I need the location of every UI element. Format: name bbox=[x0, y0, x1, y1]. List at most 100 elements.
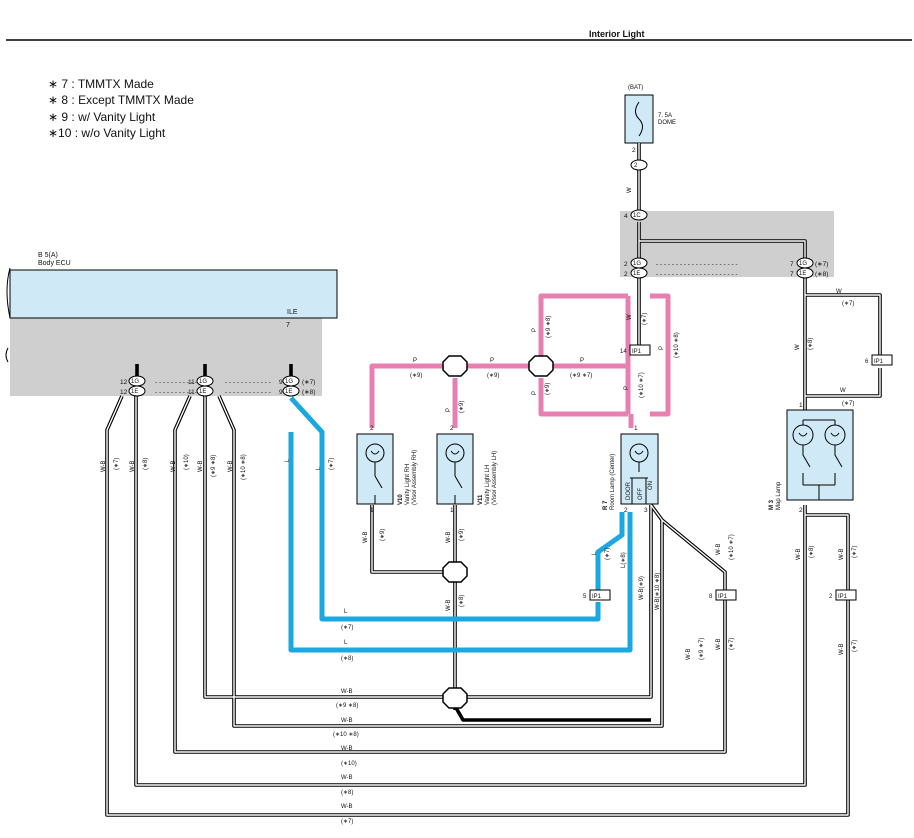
svg-text:W-B: W-B bbox=[171, 460, 177, 472]
ip1-2 bbox=[835, 589, 857, 601]
svg-text:IP1: IP1 bbox=[632, 349, 642, 355]
svg-text:L: L bbox=[316, 466, 322, 470]
svg-text:12: 12 bbox=[120, 389, 128, 396]
ip1-5 bbox=[589, 589, 611, 601]
svg-text:W: W bbox=[627, 187, 633, 193]
svg-text:(∗10 ∗7): (∗10 ∗7) bbox=[729, 534, 735, 560]
svg-text:IP1: IP1 bbox=[874, 359, 884, 365]
m3-name: Map Lamp bbox=[776, 481, 782, 510]
svg-text:P: P bbox=[580, 358, 584, 364]
svg-text:(∗7): (∗7) bbox=[729, 638, 735, 650]
svg-text:1E: 1E bbox=[799, 271, 806, 277]
body-ecu bbox=[9, 269, 338, 319]
splice-pink bbox=[528, 355, 554, 377]
svg-text:1E: 1E bbox=[285, 389, 292, 395]
svg-text:W-B(∗9): W-B(∗9) bbox=[639, 576, 645, 600]
svg-text:W-B: W-B bbox=[716, 638, 722, 650]
svg-text:P: P bbox=[532, 391, 538, 395]
svg-text:W-B: W-B bbox=[341, 689, 353, 695]
svg-text:- - - - - - - - - - -: - - - - - - - - - - - bbox=[155, 379, 197, 386]
svg-text:W-B: W-B bbox=[198, 460, 204, 472]
legend-note-9: ∗ 9 : w/ Vanity Light bbox=[48, 110, 156, 124]
svg-text:11: 11 bbox=[188, 389, 195, 396]
svg-text:11: 11 bbox=[188, 379, 195, 386]
fuse-connector bbox=[630, 159, 648, 171]
junction-in-connector bbox=[630, 209, 648, 221]
svg-text:(∗7): (∗7) bbox=[341, 819, 353, 825]
legend-note-7: ∗ 7 : TMMTX Made bbox=[48, 77, 154, 91]
svg-text:8: 8 bbox=[709, 594, 713, 600]
pink-wires bbox=[369, 293, 671, 428]
svg-text:(∗8): (∗8) bbox=[341, 656, 353, 662]
svg-text:12: 12 bbox=[120, 379, 128, 386]
svg-text:(∗10 ∗8): (∗10 ∗8) bbox=[674, 332, 680, 358]
splice-ground bbox=[442, 687, 468, 709]
svg-text:P: P bbox=[659, 346, 665, 350]
svg-text:7: 7 bbox=[790, 271, 794, 278]
svg-text:(∗9): (∗9) bbox=[459, 529, 465, 541]
svg-text:(∗7): (∗7) bbox=[329, 458, 335, 470]
svg-text:(∗8): (∗8) bbox=[143, 458, 149, 470]
svg-text:(∗10): (∗10) bbox=[341, 761, 357, 767]
svg-text:9: 9 bbox=[279, 379, 283, 386]
ecu-1e-11 bbox=[196, 385, 214, 397]
svg-text:W-B: W-B bbox=[796, 548, 802, 560]
svg-text:(∗7): (∗7) bbox=[302, 379, 315, 386]
svg-text:W-B: W-B bbox=[341, 775, 353, 781]
svg-text:P: P bbox=[532, 328, 538, 332]
svg-text:5: 5 bbox=[583, 594, 587, 600]
svg-text:(∗7): (∗7) bbox=[852, 546, 858, 558]
svg-text:1: 1 bbox=[450, 507, 454, 514]
svg-text:1E: 1E bbox=[131, 389, 138, 395]
legend-note-10: ∗10 : w/o Vanity Light bbox=[48, 126, 166, 140]
svg-text:(∗9 ∗7): (∗9 ∗7) bbox=[570, 373, 592, 379]
ip1-14 bbox=[629, 344, 651, 356]
svg-text:1: 1 bbox=[634, 425, 638, 432]
svg-text:L: L bbox=[344, 640, 348, 646]
svg-text:L: L bbox=[592, 551, 598, 555]
svg-text:(∗9): (∗9) bbox=[459, 401, 465, 413]
svg-text:(∗7): (∗7) bbox=[642, 313, 648, 325]
svg-text:W-B: W-B bbox=[446, 531, 452, 543]
svg-text:(∗9 ∗8): (∗9 ∗8) bbox=[336, 703, 358, 709]
r7-on: ON bbox=[648, 481, 654, 490]
svg-text:- - - - - - - - - - -: - - - - - - - - - - - bbox=[155, 389, 197, 396]
v11-sub: (Visor Assembly LH) bbox=[492, 451, 498, 505]
svg-text:W-B: W-B bbox=[341, 718, 353, 724]
svg-text:W-B: W-B bbox=[363, 531, 369, 543]
ip1-8 bbox=[715, 589, 737, 601]
svg-text:1E: 1E bbox=[633, 271, 640, 277]
svg-text:- - - - - - - - - - - -: - - - - - - - - - - - - bbox=[225, 379, 271, 386]
svg-text:2: 2 bbox=[370, 425, 374, 432]
svg-text:(∗8): (∗8) bbox=[459, 595, 465, 607]
svg-text:9: 9 bbox=[279, 389, 283, 396]
svg-text:(∗9 ∗7): (∗9 ∗7) bbox=[699, 638, 705, 660]
svg-text:(∗8): (∗8) bbox=[808, 338, 814, 350]
m3-code: M 3 bbox=[769, 499, 775, 510]
svg-text:2: 2 bbox=[799, 507, 803, 514]
ecu-terminal: ILE bbox=[287, 309, 298, 316]
r7-code: R 7 bbox=[603, 500, 609, 510]
svg-text:IP1: IP1 bbox=[718, 594, 728, 600]
svg-text:4: 4 bbox=[624, 213, 628, 220]
page-title: Interior Light bbox=[589, 29, 645, 39]
v10-sub: (Visor Assembly RH) bbox=[412, 450, 418, 505]
svg-text:(∗7): (∗7) bbox=[114, 458, 120, 470]
v10-code: V10 bbox=[398, 494, 404, 505]
svg-text:(∗7): (∗7) bbox=[852, 640, 858, 652]
svg-text:W-B: W-B bbox=[341, 804, 353, 810]
svg-text:W-B(∗10 ∗8): W-B(∗10 ∗8) bbox=[655, 573, 661, 610]
svg-text:- - - - - - - - - - - - - - -: - - - - - - - - - - - - - - - - - - - - … bbox=[656, 271, 738, 278]
svg-text:6: 6 bbox=[865, 359, 869, 365]
svg-text:- - - - - - - - - - - -: - - - - - - - - - - - - bbox=[225, 389, 271, 396]
svg-text:1G: 1G bbox=[285, 379, 293, 385]
svg-text:1: 1 bbox=[799, 402, 803, 409]
svg-text:W-B: W-B bbox=[101, 460, 107, 472]
svg-text:2: 2 bbox=[829, 594, 833, 600]
svg-text:P: P bbox=[413, 358, 417, 364]
svg-text:W: W bbox=[627, 314, 633, 320]
svg-text:(∗10): (∗10) bbox=[184, 454, 190, 470]
fuse-name: DOME bbox=[658, 120, 676, 126]
ecu-1e-9 bbox=[282, 385, 300, 397]
